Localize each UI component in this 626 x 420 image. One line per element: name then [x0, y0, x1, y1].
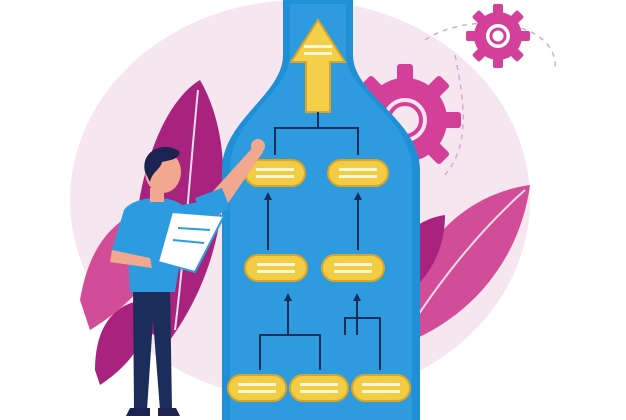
- clipboard-icon: [156, 210, 226, 274]
- gear-icon: [466, 4, 530, 68]
- man-arm-clipboard: [110, 250, 152, 268]
- arrow-stripe: [304, 45, 332, 48]
- man-figure: [110, 139, 265, 416]
- leaf-right-big: [395, 185, 530, 345]
- gear-orbit-dashed-2: [444, 54, 464, 176]
- flowchart-arrowheads: [264, 192, 362, 301]
- flowchart-node: [289, 374, 349, 402]
- man-shoe: [126, 408, 150, 416]
- flowchart-node: [227, 374, 287, 402]
- man-shoe: [158, 408, 180, 416]
- bottle-highlight: [230, 4, 412, 420]
- flowchart-connectors: [259, 112, 381, 370]
- man-legs: [133, 288, 172, 410]
- man-hand-pointing: [251, 139, 265, 153]
- flowchart-node: [321, 254, 385, 282]
- flowchart-node: [244, 159, 306, 187]
- flowchart-node: [244, 254, 308, 282]
- flowchart-node: [351, 374, 411, 402]
- arrow-stripe: [304, 52, 332, 55]
- gear-orbit-dashed: [424, 22, 556, 71]
- man-hair: [144, 146, 180, 182]
- flowchart-node: [327, 159, 389, 187]
